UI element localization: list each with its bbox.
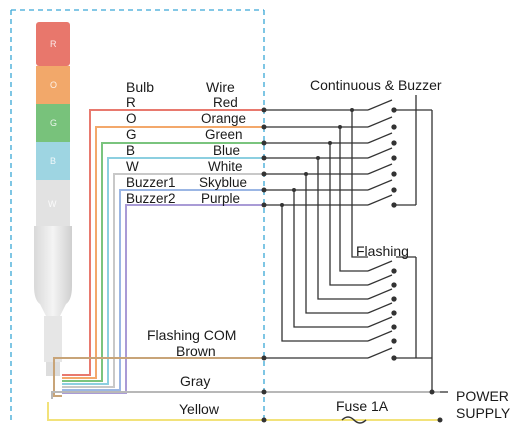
gray-label: Gray [180, 373, 210, 389]
lamp-segment-r [36, 22, 70, 66]
wire-header: Wire [206, 79, 235, 95]
fuse-icon [341, 416, 367, 424]
bulb-buzzer1: Buzzer1 [126, 175, 176, 190]
lamp-segment-o [36, 66, 70, 104]
junction-dots [261, 107, 443, 423]
power-label: POWER [456, 388, 509, 404]
wire-purple [62, 204, 264, 394]
wire-blue [62, 157, 264, 385]
lamp-letter-b: B [50, 156, 56, 166]
wire-skyblue [62, 189, 264, 391]
wire-purple-label: Purple [201, 191, 240, 206]
dashed-enclosure [10, 9, 265, 424]
lamp-segment-g [36, 104, 70, 142]
wire-blue-label: Blue [213, 143, 240, 158]
supply-label: SUPPLY [456, 405, 511, 421]
signal-tower-lamp: R O G B W [34, 22, 72, 376]
fuse-label: Fuse 1A [336, 398, 389, 414]
switch-wires [264, 95, 448, 393]
wire-orange [62, 126, 264, 379]
brown-label: Brown [176, 343, 216, 359]
continuous-buzzer-label: Continuous & Buzzer [310, 77, 442, 93]
lamp-letter-w: W [48, 199, 57, 209]
bulb-w: W [126, 159, 139, 174]
lamp-wires [47, 109, 440, 421]
bulb-g: G [126, 127, 137, 142]
bulb-buzzer2: Buzzer2 [126, 191, 176, 206]
lamp-letter-g: G [50, 118, 57, 128]
lamp-segment-w [36, 180, 70, 226]
wire-yellow [47, 402, 440, 421]
lamp-base [44, 316, 62, 362]
wire-white-label: White [208, 159, 243, 174]
continuous-switches [367, 99, 397, 208]
lamp-letter-o: O [50, 80, 57, 90]
wire-orange-label: Orange [201, 111, 246, 126]
flashing-switches [367, 260, 397, 361]
wire-green-label: Green [205, 127, 243, 142]
yellow-label: Yellow [179, 401, 220, 417]
lamp-body [34, 226, 72, 316]
lamp-segment-b [36, 142, 70, 180]
wire-brown [53, 357, 264, 397]
bulb-header: Bulb [126, 79, 154, 95]
wire-skyblue-label: Skyblue [199, 175, 247, 190]
wire-gray [51, 391, 440, 399]
bulb-r: R [126, 95, 136, 110]
bulb-b: B [126, 143, 135, 158]
lamp-letter-r: R [50, 39, 57, 49]
flashing-com-label: Flashing COM [147, 327, 236, 343]
wire-white [62, 173, 264, 388]
wire-red [62, 109, 264, 376]
flashing-label: Flashing [356, 243, 409, 259]
wire-red-label: Red [213, 95, 238, 110]
bulb-o: O [126, 111, 137, 126]
wire-green [62, 142, 264, 382]
